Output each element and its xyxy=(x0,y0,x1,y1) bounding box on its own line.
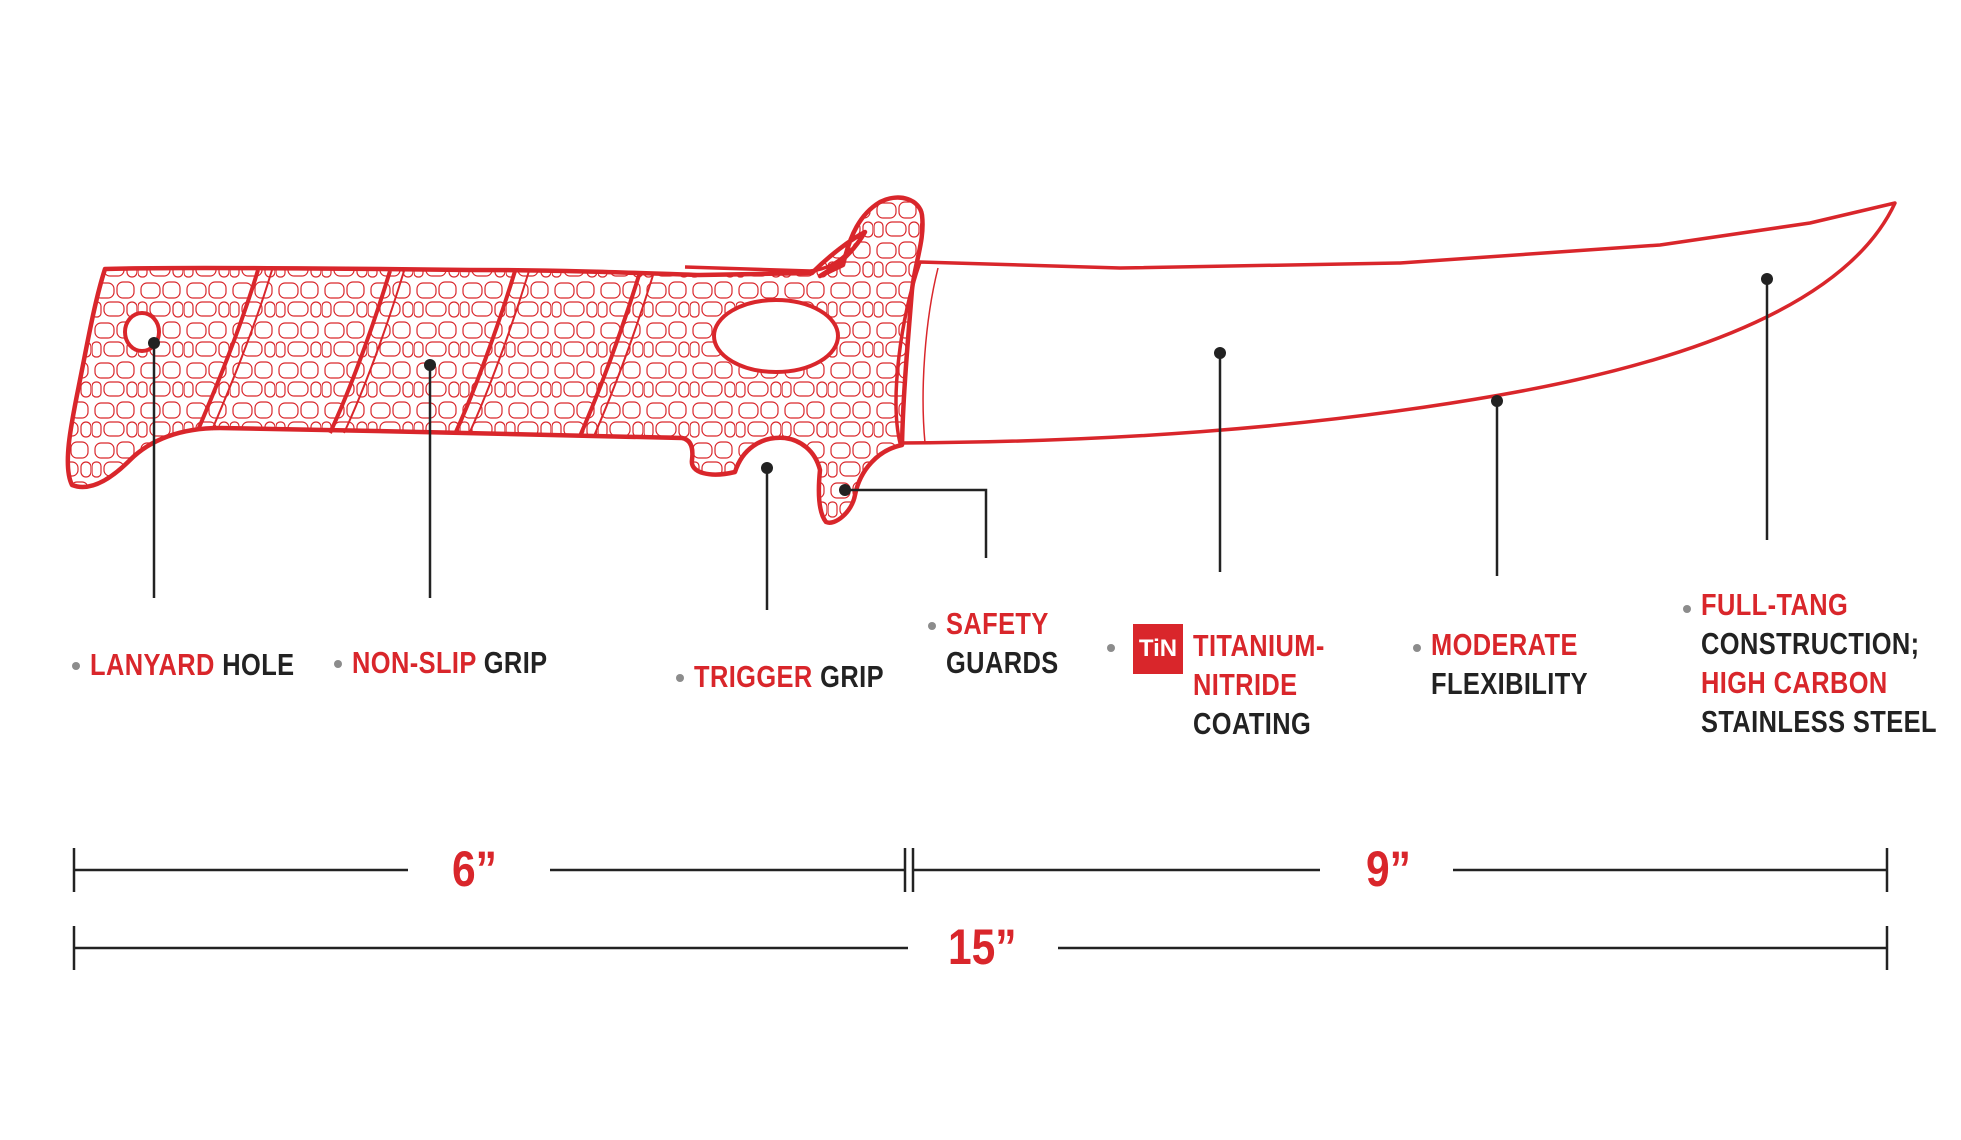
label-coating: TITANIUM- NITRIDE COATING xyxy=(1193,626,1325,743)
grip-band-2b xyxy=(343,270,405,434)
handle-outline xyxy=(65,195,925,525)
dot-coating xyxy=(1214,347,1226,359)
dot-lanyard xyxy=(148,337,160,349)
dot-safety xyxy=(839,484,851,496)
label-lanyard-dark: HOLE xyxy=(214,647,295,682)
label-flex-line2: FLEXIBILITY xyxy=(1431,666,1589,701)
label-trigger-dark: GRIP xyxy=(812,659,884,694)
grip-band-4b xyxy=(593,271,655,437)
dot-flex xyxy=(1491,395,1503,407)
dim-blade-label: 9” xyxy=(1366,841,1411,897)
label-tang-line3: HIGH CARBON xyxy=(1701,665,1888,700)
label-tang-line2: CONSTRUCTION; xyxy=(1701,626,1920,661)
label-safety-line2: GUARDS xyxy=(946,645,1059,680)
label-lanyard-red: LANYARD xyxy=(90,647,215,682)
grip-band-3 xyxy=(453,270,517,435)
label-flex-line1: MODERATE xyxy=(1431,627,1578,662)
label-trigger: TRIGGER GRIP xyxy=(694,657,884,696)
bullet-lanyard xyxy=(72,662,80,670)
blade-ricasso-line xyxy=(922,267,939,444)
label-coating-line3: COATING xyxy=(1193,706,1312,741)
bullet-flex xyxy=(1413,644,1421,652)
label-safety: SAFETY GUARDS xyxy=(946,604,1059,682)
bullet-trigger xyxy=(676,674,684,682)
grip-band-1 xyxy=(196,269,260,431)
bullet-coating xyxy=(1107,644,1115,652)
grip-band-4 xyxy=(578,271,642,437)
bullet-safety xyxy=(928,622,936,630)
grip-band-3b xyxy=(468,270,530,435)
label-grip: NON-SLIP GRIP xyxy=(352,643,548,682)
leader-dots xyxy=(148,273,1773,496)
dot-trigger xyxy=(761,462,773,474)
label-tang-line4: STAINLESS STEEL xyxy=(1701,704,1937,739)
grip-band-2 xyxy=(328,270,392,434)
dimension-lines xyxy=(72,848,1889,970)
trigger-finger-hole xyxy=(712,298,840,374)
label-tang: FULL-TANG CONSTRUCTION; HIGH CARBON STAI… xyxy=(1701,585,1937,741)
dim-handle-label: 6” xyxy=(452,841,497,897)
grip-band-1b xyxy=(211,269,273,431)
dot-grip xyxy=(424,359,436,371)
blade-outline xyxy=(894,201,1897,445)
label-lanyard: LANYARD HOLE xyxy=(90,645,295,684)
bullet-grip xyxy=(334,660,342,668)
label-tang-line1: FULL-TANG xyxy=(1701,587,1849,622)
label-coating-line2: NITRIDE xyxy=(1193,667,1298,702)
dot-tang xyxy=(1761,273,1773,285)
leader-lines xyxy=(152,279,1769,610)
tin-badge-icon: TiN xyxy=(1133,624,1183,674)
label-flex: MODERATE FLEXIBILITY xyxy=(1431,625,1588,703)
bullet-tang xyxy=(1683,605,1691,613)
label-trigger-red: TRIGGER xyxy=(694,659,813,694)
leader-safety xyxy=(845,488,988,558)
label-safety-line1: SAFETY xyxy=(946,606,1049,641)
dim-overall-label: 15” xyxy=(948,919,1017,975)
label-grip-dark: GRIP xyxy=(476,645,548,680)
label-grip-red: NON-SLIP xyxy=(352,645,477,680)
finger-guard-upper xyxy=(684,248,852,273)
label-coating-line1: TITANIUM- xyxy=(1193,628,1325,663)
